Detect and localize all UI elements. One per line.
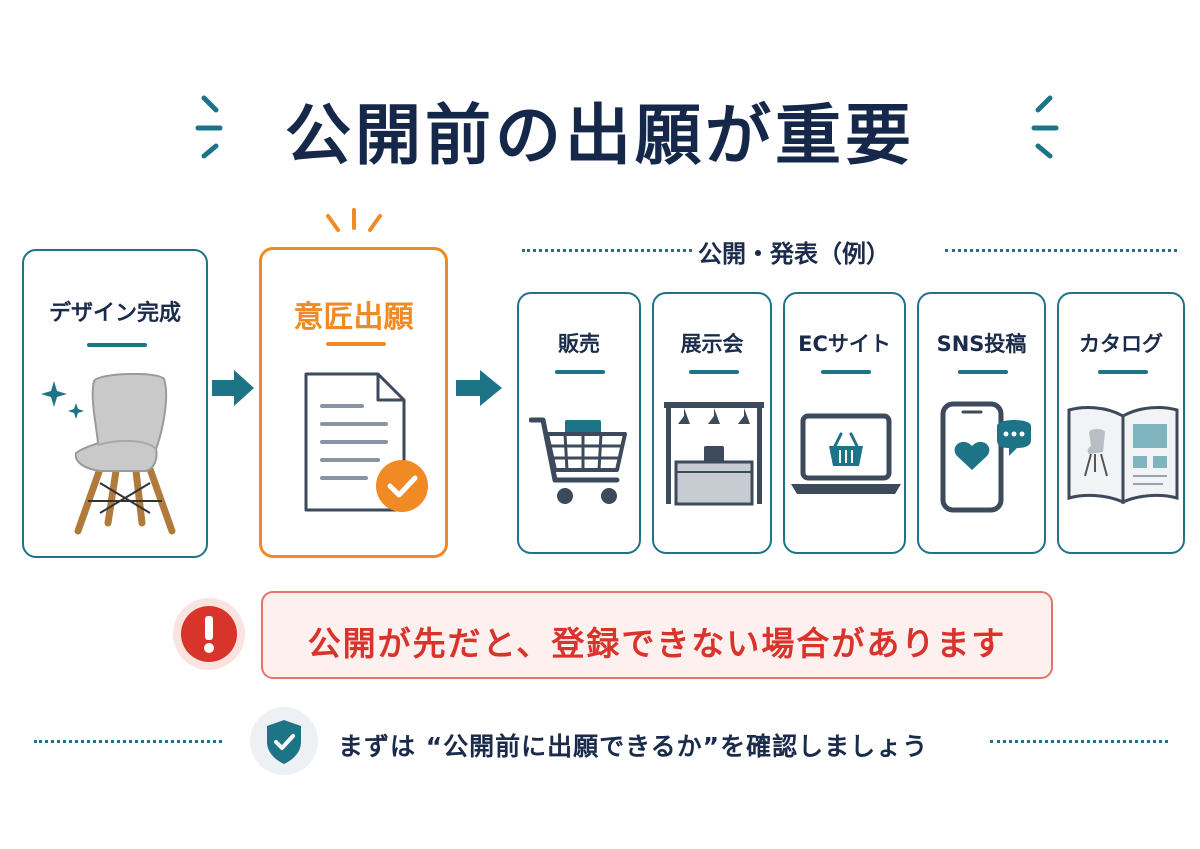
document-check-icon [304, 372, 428, 512]
exclamation-icon [173, 598, 245, 670]
publication-label: カタログ [1079, 332, 1163, 356]
highlight-burst-icon [326, 208, 382, 232]
exhibition-booth-icon [664, 402, 764, 506]
design-complete-label: デザイン完成 [48, 301, 181, 326]
publication-label: 販売 [558, 332, 600, 356]
card-rule [821, 370, 871, 374]
smartphone-heart-icon [940, 401, 1031, 513]
catalog-book-icon [1067, 406, 1179, 505]
publication-card-ec-site: ECサイト [783, 292, 906, 554]
header-dots-right [945, 249, 1177, 252]
warning-text: 公開が先だと、登録できない場合があります [307, 624, 1007, 663]
publication-label: SNS投稿 [936, 332, 1027, 356]
arrow-right-icon [456, 370, 502, 406]
laptop-basket-icon [791, 413, 901, 494]
card-rule [689, 370, 739, 374]
publication-card-exhibition: 展示会 [652, 292, 772, 554]
page-title: 公開前の出願が重要 [285, 97, 915, 174]
header-dots-left [522, 249, 692, 252]
publication-card-catalog: カタログ [1057, 292, 1185, 554]
publication-card-sales: 販売 [517, 292, 641, 554]
publication-label: ECサイト [798, 332, 891, 356]
shopping-cart-icon [529, 417, 627, 504]
note-dots-right [990, 740, 1168, 743]
title-sparkle-left-icon [195, 95, 223, 159]
publication-card-sns-post: SNS投稿 [917, 292, 1046, 554]
card-rule [1098, 370, 1148, 374]
shield-check-icon [250, 707, 318, 775]
title-sparkle-right-icon [1031, 95, 1059, 159]
publication-label: 展示会 [680, 332, 744, 356]
publication-header: 公開・発表（例） [698, 240, 890, 268]
arrow-right-icon [212, 370, 254, 406]
design-application-card: 意匠出願 [259, 247, 448, 558]
design-application-label: 意匠出願 [293, 300, 414, 335]
warning-box: 公開が先だと、登録できない場合があります [261, 591, 1053, 679]
application-rule [326, 342, 386, 346]
card-rule [958, 370, 1008, 374]
note-dots-left [34, 740, 222, 743]
chair-icon [41, 373, 176, 535]
card-rule [555, 370, 605, 374]
note-text: まずは “公開前に出願できるか”を確認しましょう [338, 732, 929, 761]
design-rule [87, 343, 147, 347]
design-complete-card: デザイン完成 [22, 249, 208, 558]
